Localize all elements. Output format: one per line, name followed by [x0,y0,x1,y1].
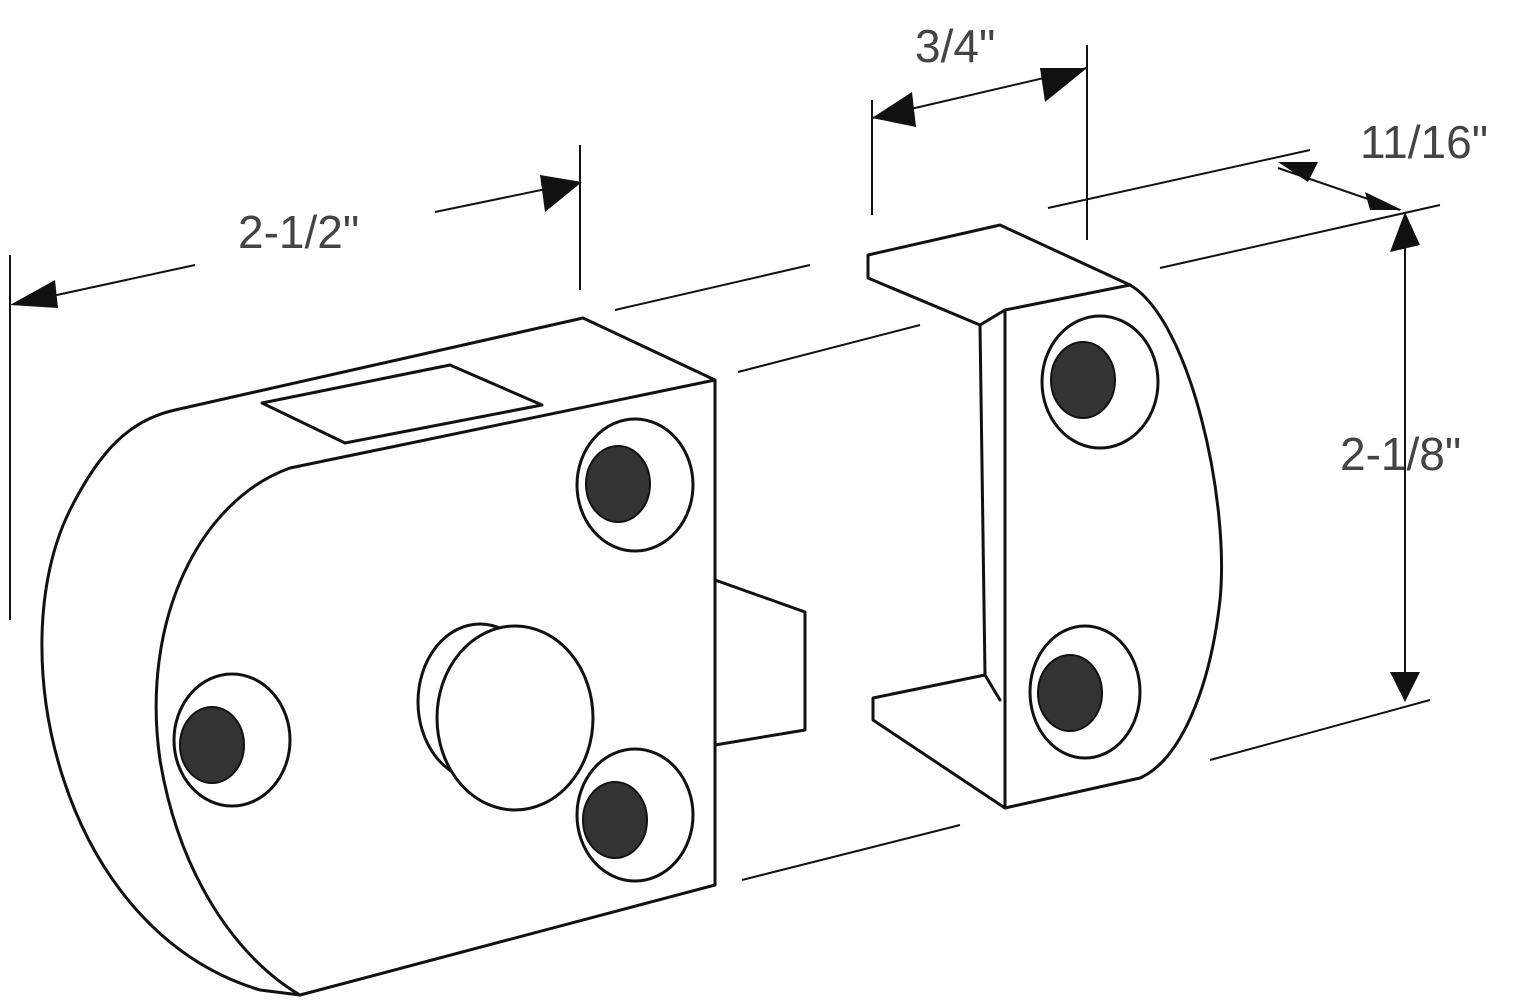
screw-icon [1050,341,1116,419]
strike-plate [866,223,1224,810]
dimension-strike-width: 3/4" [915,20,995,72]
label-plate [260,363,544,445]
screw-icon [582,781,648,859]
bolt [713,578,807,747]
screw-icon [179,706,245,784]
latch-body [40,316,807,997]
knob [435,624,595,812]
screw-icon [1037,654,1103,732]
screw-icon [585,445,651,523]
dimension-strike-depth: 11/16" [1360,116,1488,168]
dimension-lines [9,45,1441,881]
dimension-height: 2-1/8" [1340,428,1461,480]
dimension-body-length: 2-1/2" [238,206,359,258]
